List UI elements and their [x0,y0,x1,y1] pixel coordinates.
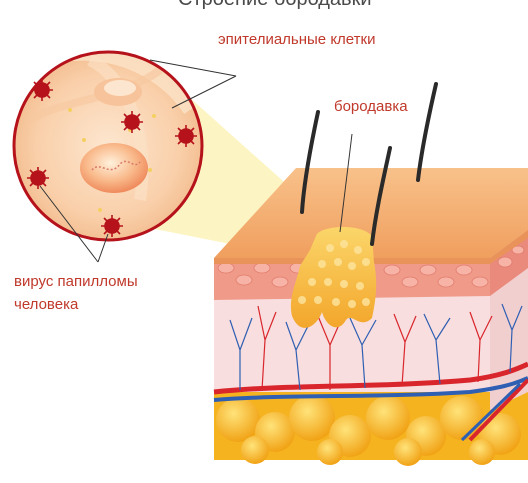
label-virus-line2: человека [14,296,79,313]
label-virus-line1: вирус папилломы [14,273,138,290]
wart [290,226,377,328]
hair-icon [300,82,438,246]
artery [213,361,528,395]
leader-lines [39,59,353,263]
capillaries [229,303,523,391]
virus-icon [27,79,197,237]
fat-layer [214,392,528,466]
label-wart: бородавка [334,98,408,115]
vein [213,376,528,402]
page-title-partial: Строение бородавки [178,0,372,11]
cell-nucleus-icon [80,143,148,193]
skin-surface [214,168,528,258]
magnified-cell-circle [12,50,204,242]
label-epithelial-cells: эпителиальные клетки [218,31,376,48]
